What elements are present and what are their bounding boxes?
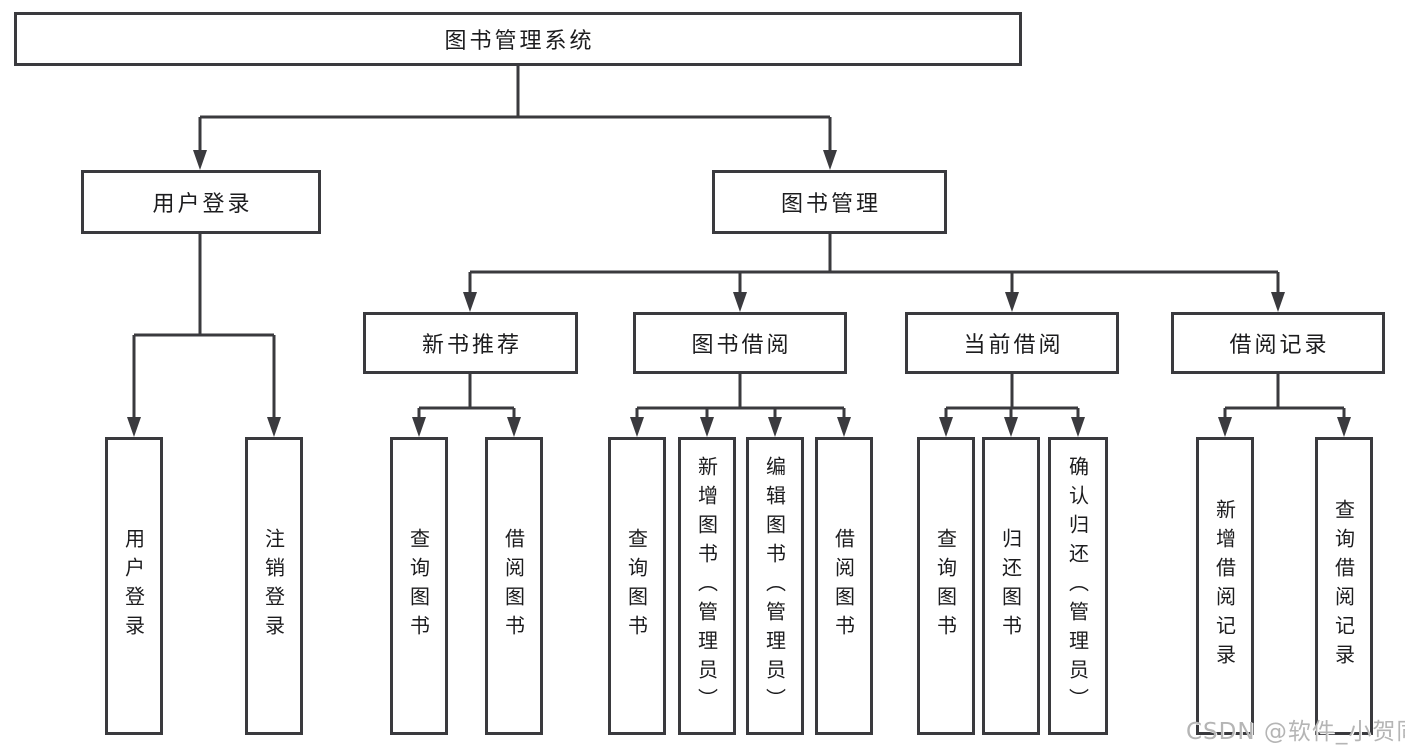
arrow-icon [837, 417, 851, 437]
arrow-icon [267, 417, 281, 437]
arrow-icon [733, 292, 747, 312]
leaf-nb-query-books: 查询图书 [390, 437, 448, 735]
arrow-icon [1005, 292, 1019, 312]
arrow-icon [1218, 417, 1232, 437]
arrow-icon [463, 292, 477, 312]
node-root-system: 图书管理系统 [14, 12, 1022, 66]
csdn-watermark: CSDN @软件_小贺同学 [1186, 719, 1405, 745]
arrow-icon [1271, 292, 1285, 312]
node-book-management: 图书管理 [712, 170, 947, 234]
arrow-icon [193, 150, 207, 170]
arrow-icon [1071, 417, 1085, 437]
leaf-user-login: 用户登录 [105, 437, 163, 735]
leaf-cb-confirm-return-admin: 确认归还（管理员） [1048, 437, 1108, 735]
node-user-login: 用户登录 [81, 170, 321, 234]
arrow-icon [1337, 417, 1351, 437]
arrow-icon [127, 417, 141, 437]
leaf-nb-borrow-books: 借阅图书 [485, 437, 543, 735]
arrowhead-icons [127, 150, 1351, 437]
node-borrow-records: 借阅记录 [1171, 312, 1385, 374]
arrow-icon [412, 417, 426, 437]
arrow-icon [507, 417, 521, 437]
node-book-borrowing: 图书借阅 [633, 312, 847, 374]
leaf-bb-add-books-admin: 新增图书（管理员） [678, 437, 736, 735]
leaf-br-query-record: 查询借阅记录 [1315, 437, 1373, 735]
leaf-logout: 注销登录 [245, 437, 303, 735]
node-current-borrowing: 当前借阅 [905, 312, 1119, 374]
leaf-cb-return-books: 归还图书 [982, 437, 1040, 735]
leaf-bb-edit-books-admin: 编辑图书（管理员） [746, 437, 804, 735]
leaf-bb-borrow-books: 借阅图书 [815, 437, 873, 735]
arrow-icon [1004, 417, 1018, 437]
tree-edges [132, 66, 1346, 423]
arrow-icon [700, 417, 714, 437]
leaf-bb-query-books: 查询图书 [608, 437, 666, 735]
node-new-book-recommend: 新书推荐 [363, 312, 578, 374]
arrow-icon [768, 417, 782, 437]
leaf-cb-query-books: 查询图书 [917, 437, 975, 735]
arrow-icon [939, 417, 953, 437]
arrow-icon [630, 417, 644, 437]
arrow-icon [823, 150, 837, 170]
leaf-br-add-record: 新增借阅记录 [1196, 437, 1254, 735]
